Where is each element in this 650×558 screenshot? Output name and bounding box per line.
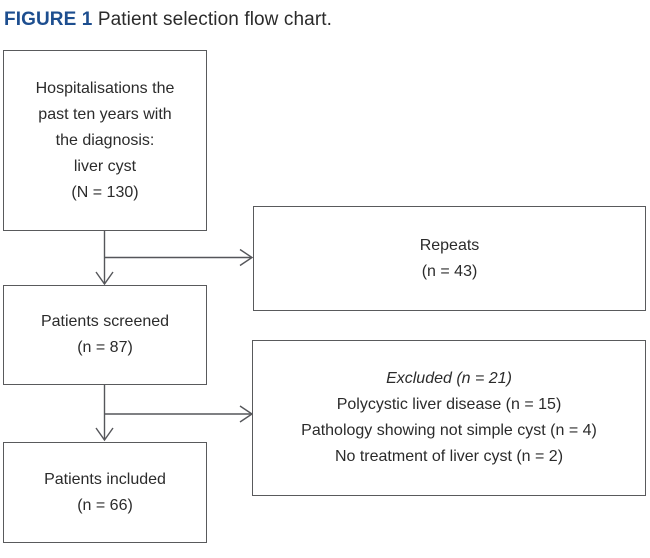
node-text-line: Patients screened <box>40 313 170 330</box>
node-repeats: Repeats (n = 43) <box>253 206 646 311</box>
node-text-line: (n = 66) <box>77 496 133 514</box>
node-excluded: Excluded (n = 21) Polycystic liver disea… <box>252 340 646 496</box>
node-hospitalisations: Hospitalisations the past ten years with… <box>3 50 207 231</box>
arrow-screened-to-included <box>95 385 114 442</box>
figure-title: FIGURE 1 Patient selection flow chart. <box>4 8 332 32</box>
figure-label: FIGURE 1 <box>4 9 93 30</box>
arrow-hospitalisations-to-screened <box>95 231 114 286</box>
node-text-line: No treatment of liver cyst (n = 2) <box>334 448 564 465</box>
node-screened: Patients screened (n = 87) <box>3 285 207 385</box>
figure-caption: Patient selection flow chart. <box>92 9 333 30</box>
node-text-line: Polycystic liver disease (n = 15) <box>336 396 562 413</box>
arrow-branch-to-repeats <box>104 248 254 267</box>
node-text-line-excluded-heading: Excluded (n = 21) <box>386 370 512 387</box>
node-text-line: Repeats <box>419 236 480 254</box>
node-text-line: (n = 43) <box>421 262 478 280</box>
node-text-line: the diagnosis: <box>55 131 155 149</box>
node-included: Patients included (n = 66) <box>3 442 207 543</box>
arrow-branch-to-excluded <box>104 405 254 423</box>
node-text-line: (n = 87) <box>77 339 133 356</box>
node-text-line: (N = 130) <box>71 183 139 201</box>
node-text-line: Patients included <box>44 470 166 488</box>
node-text-line: past ten years with <box>38 105 172 123</box>
node-text-line: liver cyst <box>73 157 137 175</box>
node-text-line: Pathology showing not simple cyst (n = 4… <box>301 422 597 439</box>
node-text-line: Hospitalisations the <box>35 79 175 97</box>
